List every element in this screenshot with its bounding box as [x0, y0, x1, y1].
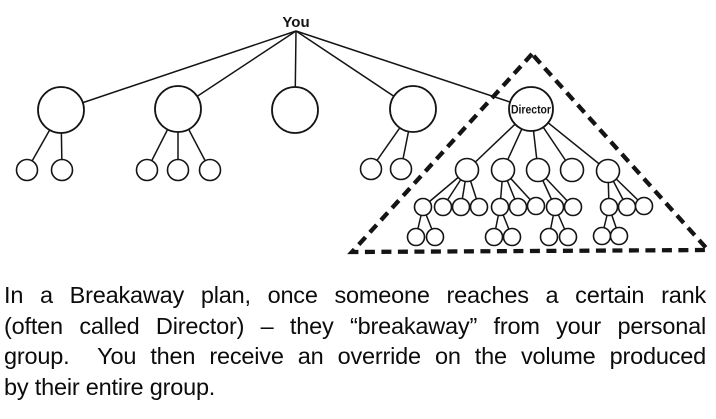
tree-node	[359, 157, 383, 181]
tree-node	[406, 227, 426, 247]
tree-node	[508, 197, 528, 217]
tree-node	[490, 197, 510, 217]
tree-node	[559, 157, 585, 183]
caption: In a Breakaway plan, once someone reache…	[4, 280, 712, 402]
caption-line-1: In a Breakaway plan, once someone reache…	[4, 282, 706, 308]
tree-node	[198, 158, 222, 182]
tree-node	[502, 227, 522, 247]
tree-node	[413, 197, 433, 217]
director-label: Director	[511, 105, 551, 117]
caption-line-3: group. You then receive an override on t…	[4, 343, 706, 370]
tree-node	[425, 227, 445, 247]
caption-line-4: by their entire group.	[4, 373, 216, 400]
tree-node	[469, 197, 489, 217]
tree-node	[433, 197, 453, 217]
breakaway-group-triangle	[347, 50, 713, 255]
tree-node	[634, 196, 654, 216]
tree-node	[526, 196, 546, 216]
tree-node	[558, 227, 578, 247]
tree-node	[451, 197, 471, 217]
tree-edge	[60, 30, 297, 111]
tree-node	[37, 86, 85, 134]
tree-node	[271, 86, 319, 134]
tree-node	[539, 227, 559, 247]
you-label: You	[282, 14, 309, 31]
tree-node	[166, 158, 190, 182]
tree-node	[15, 158, 39, 182]
tree-node	[617, 197, 637, 217]
tree-node	[454, 157, 480, 183]
tree-node	[389, 157, 413, 181]
tree-node	[484, 227, 504, 247]
tree-node	[609, 226, 629, 246]
tree-node	[135, 158, 159, 182]
tree-node	[389, 85, 437, 133]
tree-node	[50, 158, 74, 182]
director-node	[508, 86, 554, 132]
caption-line-2: (often called Director) – they “breakawa…	[4, 312, 706, 339]
tree-node	[545, 197, 565, 217]
tree-node	[595, 158, 621, 184]
tree-node	[592, 226, 612, 246]
tree-node	[525, 157, 551, 183]
tree-node	[599, 197, 619, 217]
tree-node	[563, 197, 583, 217]
tree-node	[154, 85, 202, 133]
tree-node	[490, 157, 516, 183]
